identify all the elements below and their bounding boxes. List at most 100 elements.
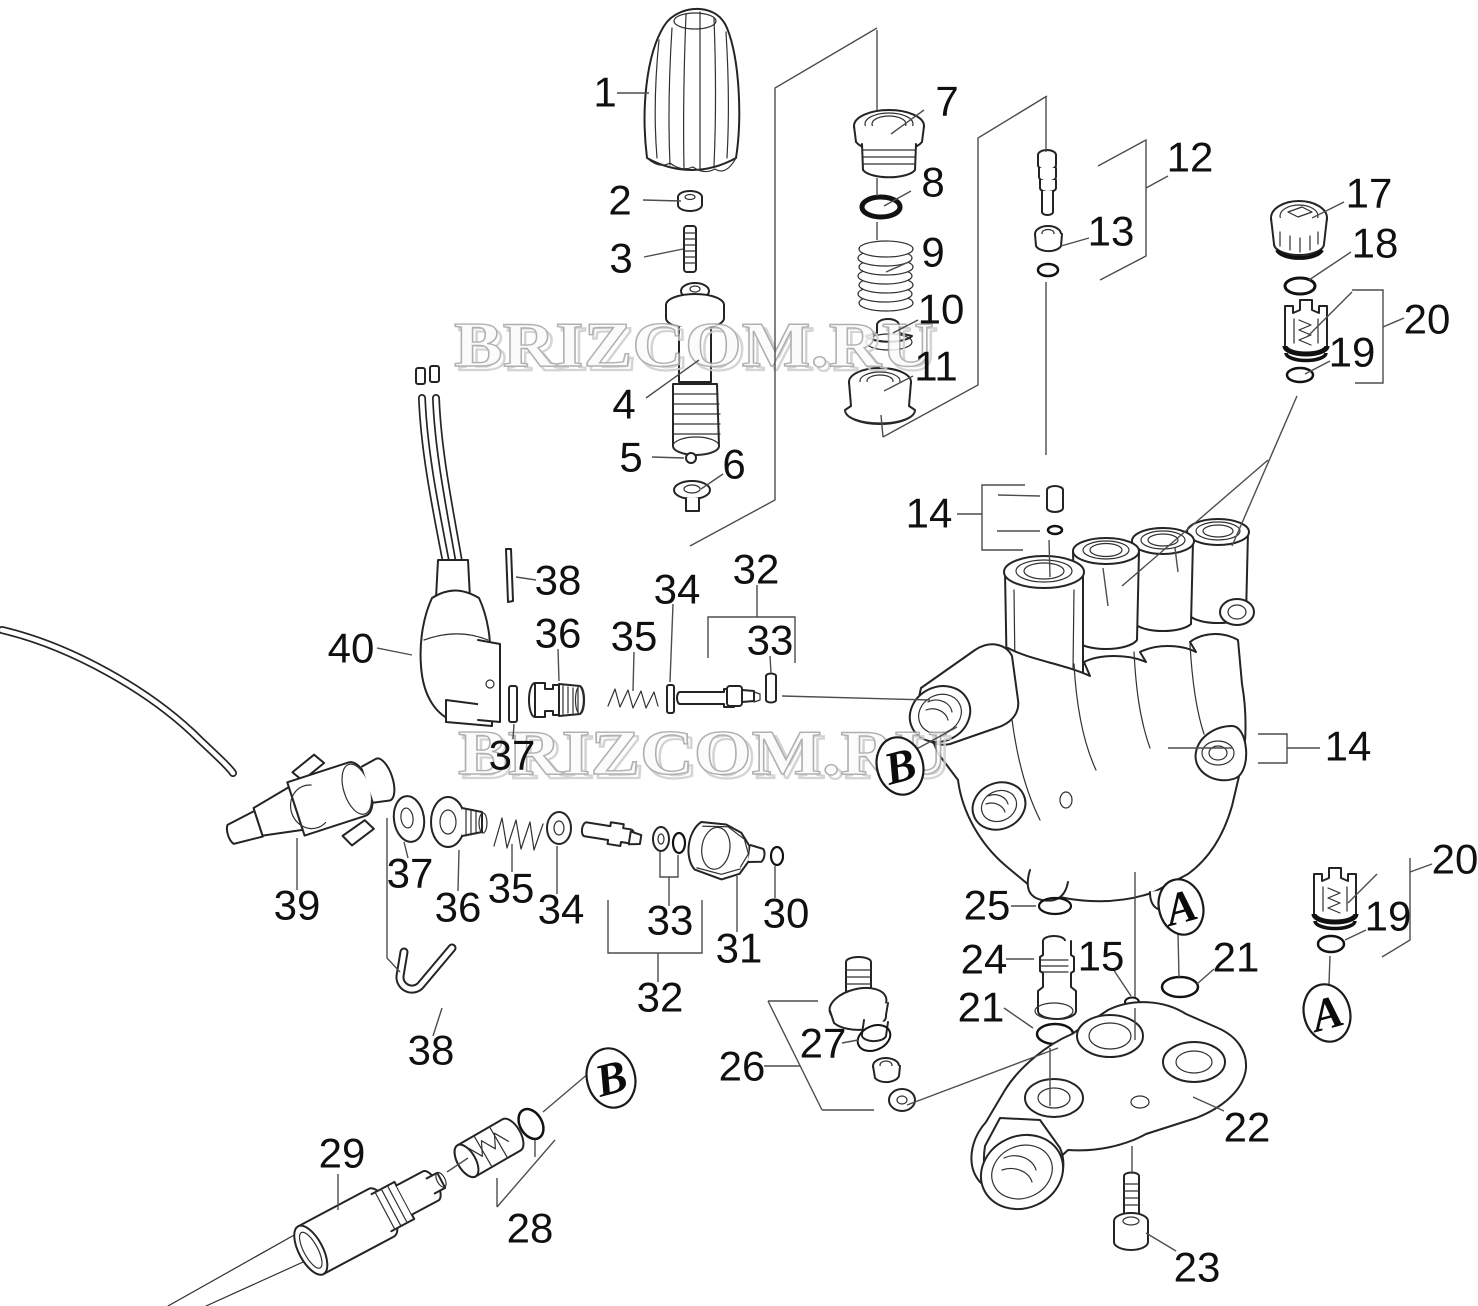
callout-11: 11	[914, 343, 958, 390]
part-ball	[685, 452, 697, 464]
leader-line	[689, 27, 878, 547]
part-washer-37	[392, 795, 426, 843]
leader-line	[883, 190, 912, 207]
callout-35: 35	[611, 613, 658, 660]
callout-39: 39	[274, 882, 321, 929]
callout-36: 36	[435, 884, 482, 931]
leader-line	[403, 841, 409, 859]
leader-line	[557, 648, 560, 682]
leader-line	[645, 359, 700, 399]
watermark-text: BRIZCOM.RU	[462, 721, 952, 792]
ref-letter-ellipse	[1302, 983, 1352, 1043]
leader-line	[1258, 733, 1288, 764]
callout-33: 33	[647, 897, 694, 944]
leader-line	[642, 199, 682, 202]
leader-line	[1306, 291, 1353, 338]
leader-line	[906, 1047, 1059, 1106]
part-pin-34-top	[666, 684, 675, 714]
part-hose	[167, 1233, 313, 1306]
callout-24: 24	[961, 936, 1008, 983]
part-pressure-switch	[415, 365, 501, 727]
leader-line	[880, 414, 884, 438]
parts-layer	[0, 7, 1356, 1306]
part-oring-27	[856, 1024, 892, 1052]
callout-37: 37	[489, 732, 536, 779]
leader-line	[1352, 289, 1384, 384]
watermark-text: BRIZCOM.RU	[454, 309, 934, 380]
callout-36: 36	[535, 610, 582, 657]
callout-8: 8	[921, 159, 944, 206]
part-oring-19-right	[1316, 934, 1346, 954]
part-poppet	[865, 318, 913, 351]
watermark-text: BRIZCOM.RU	[458, 313, 938, 384]
leader-line	[1344, 929, 1367, 941]
leader-line	[1112, 968, 1132, 997]
callout-31: 31	[716, 925, 763, 972]
leader-line	[669, 603, 674, 683]
part-oring-21-right	[1160, 975, 1200, 999]
leader-line	[1311, 201, 1345, 219]
leader-line	[1409, 863, 1433, 873]
leader-line	[542, 1072, 590, 1113]
leader-line	[883, 375, 914, 392]
leader-line	[432, 1007, 443, 1037]
leader-line	[981, 484, 1025, 551]
leader-line	[457, 849, 460, 892]
callout-19: 19	[1329, 329, 1376, 376]
part-valve-cartridge-top	[1285, 300, 1327, 361]
part-insert-28	[453, 1117, 525, 1179]
part-valve-24	[1034, 935, 1077, 1020]
part-nut-26	[872, 1057, 901, 1084]
leader-line	[1177, 933, 1180, 978]
leader-line	[781, 695, 931, 701]
part-screw-plug	[1270, 200, 1328, 260]
leader-line	[890, 109, 925, 135]
part-spring-35-bottom	[493, 817, 544, 851]
callout-33: 33	[747, 617, 794, 664]
leader-line	[515, 576, 537, 581]
part-piston-guide	[665, 282, 725, 456]
part-oring-19-top	[1285, 366, 1315, 384]
part-cylinder-head	[970, 1001, 1248, 1211]
part-pin-37-top	[508, 685, 518, 723]
callout-34: 34	[654, 566, 701, 613]
callout-25: 25	[964, 882, 1011, 929]
leader-line	[386, 818, 401, 973]
part-piston-rod-bottom	[580, 821, 643, 847]
leader-line	[376, 647, 413, 656]
ref-letter-ellipse	[1157, 878, 1205, 936]
callout-30: 30	[763, 890, 810, 937]
part-washer-26	[888, 1088, 916, 1112]
leader-line	[1174, 547, 1179, 573]
part-valve-36-bottom	[430, 796, 488, 848]
leader-line	[1097, 138, 1147, 281]
leader-line	[632, 651, 635, 692]
part-threaded-bushing	[853, 109, 925, 179]
callout-17: 17	[1346, 170, 1393, 217]
ref-letter-ellipse	[585, 1047, 637, 1109]
watermark-text: BRIZCOM.RU	[458, 717, 948, 788]
callout-14: 14	[906, 490, 953, 537]
callout-23: 23	[1174, 1244, 1221, 1291]
callout-5: 5	[619, 434, 642, 481]
leader-line	[512, 723, 515, 740]
leader-line	[892, 319, 919, 334]
callout-28: 28	[507, 1205, 554, 1252]
part-piston-rod-top	[676, 685, 761, 708]
part-seat-plug	[673, 480, 711, 512]
callout-32: 32	[637, 974, 684, 1021]
part-threaded-stud	[683, 225, 697, 273]
leader-line	[1308, 251, 1352, 281]
callout-6: 6	[722, 441, 745, 488]
callout-1: 1	[593, 69, 616, 116]
leader-line	[1048, 539, 1051, 578]
part-sleeve-33-top	[765, 672, 777, 704]
callout-4: 4	[612, 381, 635, 428]
part-nut-small	[677, 190, 703, 212]
callout-9: 9	[921, 229, 944, 276]
leader-layer	[296, 27, 1433, 1252]
